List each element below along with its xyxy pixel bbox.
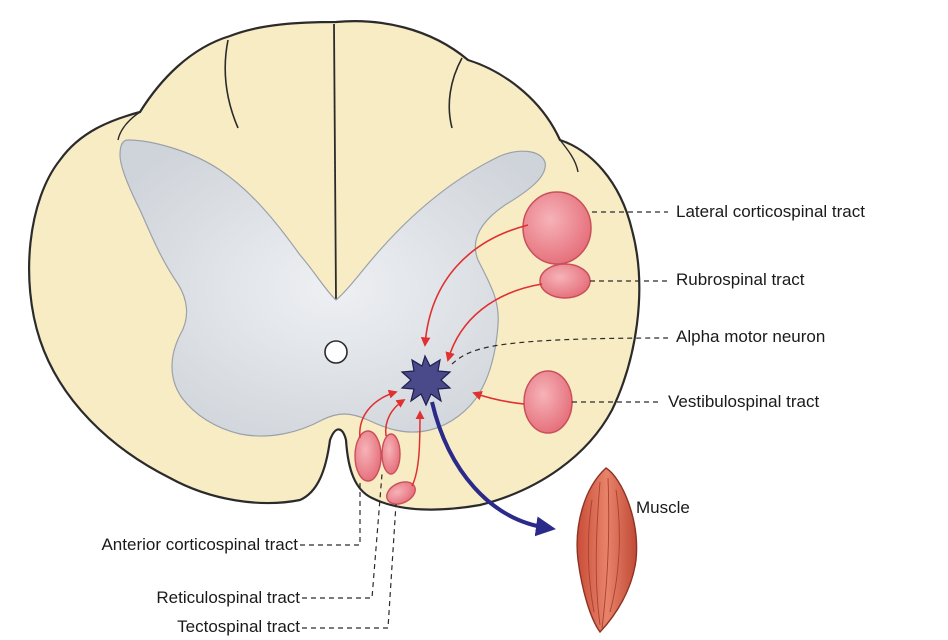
label-alpha-motor-neuron: Alpha motor neuron	[676, 327, 825, 347]
rubrospinal-tract-shape	[540, 264, 590, 298]
label-lateral-corticospinal-tract: Lateral corticospinal tract	[676, 202, 865, 222]
label-muscle: Muscle	[636, 498, 690, 518]
label-rubrospinal-tract: Rubrospinal tract	[676, 270, 805, 290]
label-vestibulospinal-tract: Vestibulospinal tract	[668, 392, 819, 412]
central-canal	[325, 341, 347, 363]
anterior-corticospinal-tract-shape	[355, 431, 381, 481]
reticulospinal-tract-shape	[382, 434, 400, 474]
muscle-shape	[577, 468, 636, 632]
leader-tectospinal	[302, 504, 396, 628]
label-tectospinal-tract: Tectospinal tract	[177, 617, 300, 637]
label-reticulospinal-tract: Reticulospinal tract	[156, 588, 300, 608]
lateral-corticospinal-tract-shape	[523, 192, 591, 264]
label-anterior-corticospinal-tract: Anterior corticospinal tract	[101, 535, 298, 555]
vestibulospinal-tract-shape	[524, 371, 572, 433]
